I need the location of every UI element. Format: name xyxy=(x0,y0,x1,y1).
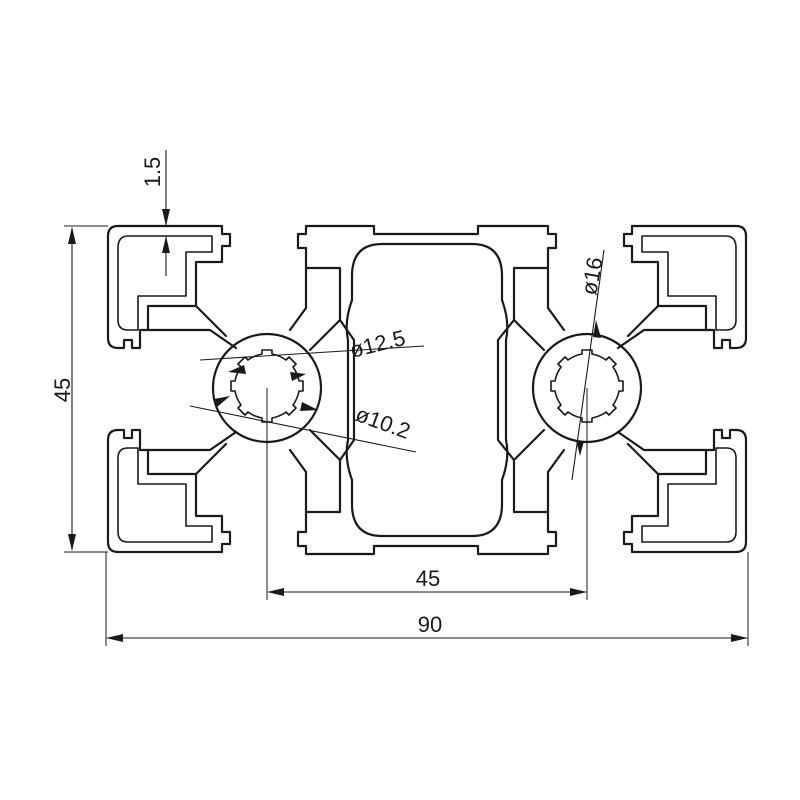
wall-dimension xyxy=(162,150,170,276)
height-dimension-label: 45 xyxy=(50,378,75,402)
center-web xyxy=(296,224,558,556)
width-dimension xyxy=(105,552,749,646)
bore-inner-label: ø10.2 xyxy=(352,401,413,444)
bore-outer-leader xyxy=(199,345,425,381)
width-dimension-label: 90 xyxy=(418,612,442,637)
left-top-corner xyxy=(106,224,232,350)
bore-outer-label: ø12.5 xyxy=(347,325,408,363)
bore-inner-leader xyxy=(189,396,417,453)
left-node-arms xyxy=(146,266,342,514)
boss-dimension-label: ø16 xyxy=(576,255,607,297)
right-top-corner xyxy=(622,224,748,350)
spacing-dimension-label: 45 xyxy=(416,566,440,591)
right-node-arms xyxy=(512,266,708,514)
spacing-dimension xyxy=(266,388,588,600)
boss-leader xyxy=(571,249,605,481)
wall-dimension-label: 1.5 xyxy=(140,157,165,188)
height-dimension xyxy=(64,225,108,553)
